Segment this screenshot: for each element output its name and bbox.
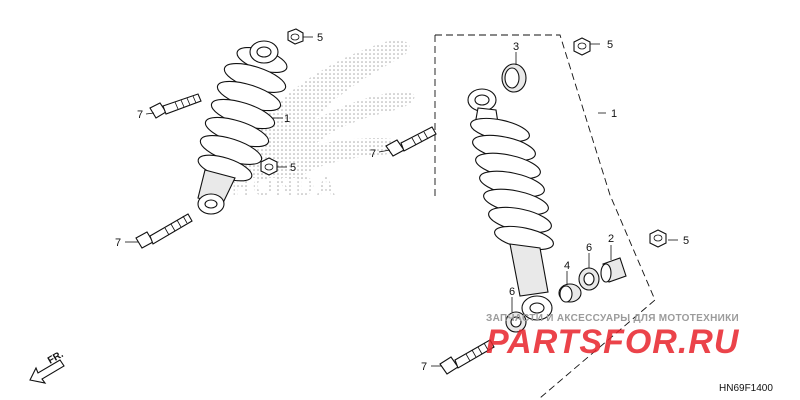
honda-wing-logo: HONDA bbox=[228, 40, 415, 201]
right-top-nut bbox=[573, 37, 591, 56]
callout-bracket: 1 bbox=[611, 108, 617, 120]
assembly-bracket-outline bbox=[434, 34, 656, 399]
right-shock-spring bbox=[470, 117, 554, 251]
callout-numbers: 1 5 5 7 7 1 3 5 7 2 4 6 6 5 7 bbox=[115, 32, 689, 373]
front-direction-arrow: FR. bbox=[29, 349, 66, 384]
right-shock-damper-body bbox=[509, 243, 549, 297]
callout-right-upper-bolt: 7 bbox=[370, 148, 376, 160]
callout-leaders bbox=[125, 36, 678, 367]
left-top-bolt bbox=[149, 93, 202, 119]
callout-left-top-bolt: 7 bbox=[137, 109, 143, 121]
top-bushing bbox=[501, 63, 527, 93]
callout-collar-2: 2 bbox=[608, 233, 614, 245]
callout-left-mid-nut: 5 bbox=[290, 162, 296, 174]
left-top-nut bbox=[287, 28, 304, 45]
callout-bearing-6-right: 6 bbox=[586, 242, 592, 254]
site-watermark: ЗАПЧАСТИ И АКСЕССУАРЫ ДЛЯ МОТОТЕХНИКИ PA… bbox=[486, 313, 740, 361]
left-bottom-bolt bbox=[135, 213, 193, 249]
bush-4 bbox=[558, 283, 582, 303]
right-bottom-bolt bbox=[439, 339, 495, 375]
callout-left-bottom-bolt: 7 bbox=[115, 237, 121, 249]
site-watermark-text: PARTSFOR.RU bbox=[486, 323, 740, 361]
left-shock-absorber bbox=[197, 40, 288, 215]
callout-bearing-6-left: 6 bbox=[509, 286, 515, 298]
callout-bush-4: 4 bbox=[564, 260, 570, 272]
bearing-6-left bbox=[505, 311, 527, 333]
callout-left-top-nut: 5 bbox=[317, 32, 323, 44]
site-tagline: ЗАПЧАСТИ И АКСЕССУАРЫ ДЛЯ МОТОТЕХНИКИ bbox=[486, 313, 739, 324]
callout-top-bushing: 3 bbox=[513, 41, 519, 53]
collar-2 bbox=[600, 257, 627, 283]
right-upper-bolt bbox=[385, 126, 437, 157]
callout-right-bottom-bolt: 7 bbox=[421, 361, 427, 373]
left-mid-nut bbox=[260, 157, 278, 176]
diagram-code: HN69F1400 bbox=[719, 383, 773, 394]
callout-left-spring: 1 bbox=[284, 113, 290, 125]
callout-right-top-nut: 5 bbox=[607, 39, 613, 51]
right-shock-absorber bbox=[467, 88, 554, 321]
callout-right-bottom-nut: 5 bbox=[683, 235, 689, 247]
right-bottom-nut bbox=[649, 229, 667, 248]
bearing-6-right bbox=[578, 267, 600, 291]
